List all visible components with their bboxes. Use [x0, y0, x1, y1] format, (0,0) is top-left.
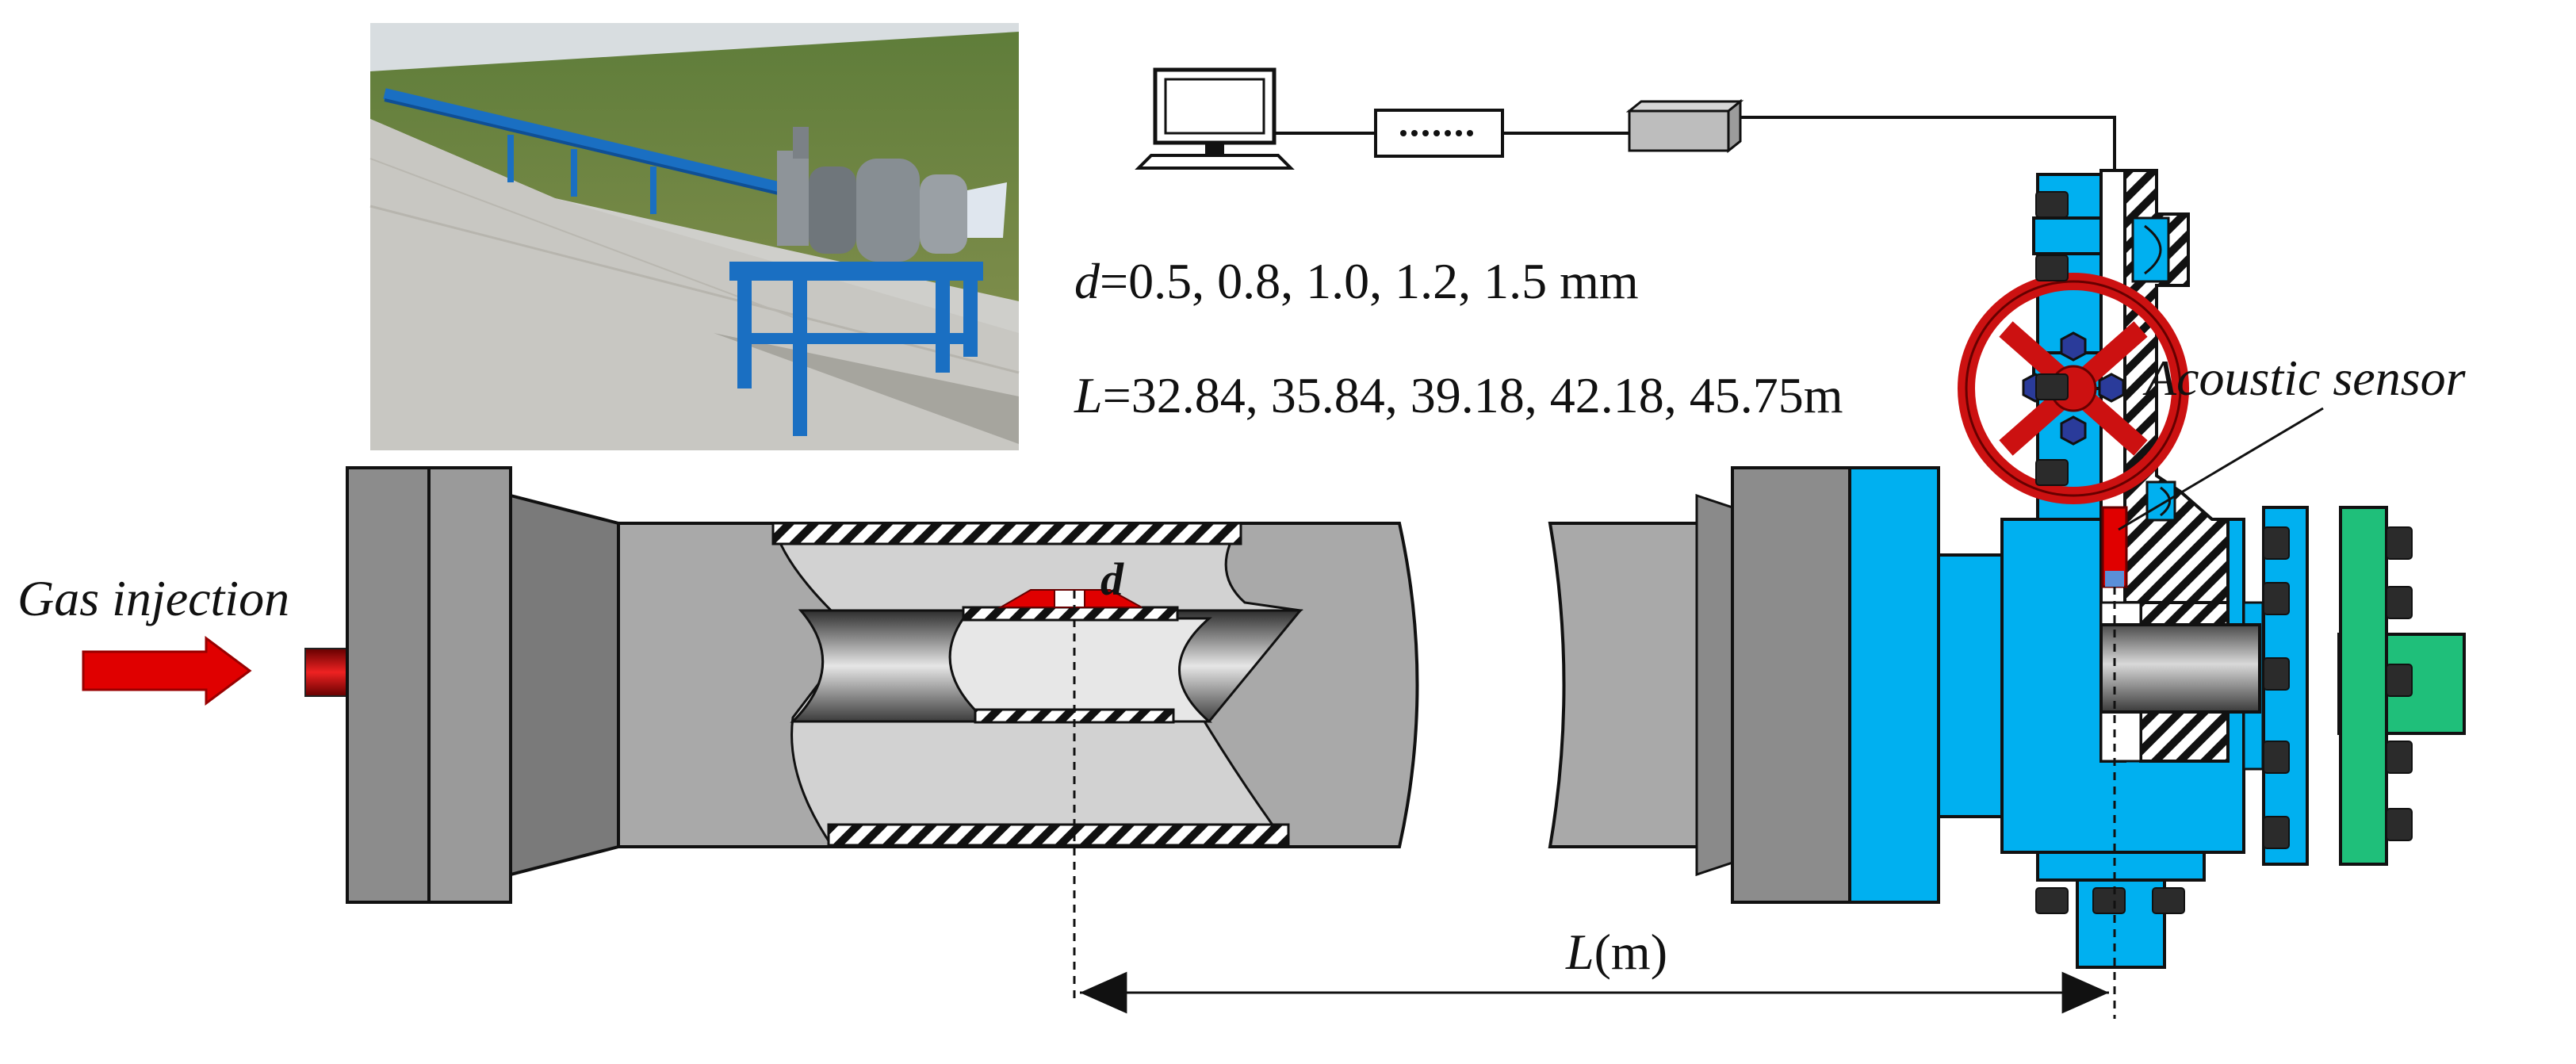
left-flange: [346, 466, 620, 904]
inlet-nozzle: [304, 648, 348, 697]
L-parameter-text: L=32.84, 35.84, 39.18, 42.18, 45.75m: [1074, 367, 1843, 423]
acoustic-sensor-tip: [2105, 571, 2124, 587]
right-pipe-section: [1548, 493, 1734, 877]
d-parameter-text: d=0.5, 0.8, 1.0, 1.2, 1.5 mm: [1074, 253, 1639, 309]
orifice-hole: [1054, 589, 1085, 608]
distance-label: L(m): [1565, 924, 1667, 980]
data-acquisition-icon: [1374, 109, 1504, 158]
amplifier-icon: [1625, 98, 1744, 154]
computer-icon: [1135, 67, 1295, 170]
gas-injection-arrow: [82, 636, 252, 706]
flange-bolts: [2035, 191, 2413, 914]
right-flange: [1731, 466, 1851, 904]
acoustic-sensor-leader: [2118, 407, 2324, 531]
gas-injection-label: Gas injection: [17, 570, 289, 626]
valve-stem: [2099, 623, 2261, 714]
valve-assembly: [1848, 173, 2309, 969]
left-pipe-section: [617, 522, 1419, 848]
orifice-diameter-label: d: [1100, 553, 1124, 605]
handwheel-icon: [1958, 273, 2189, 504]
acoustic-sensor-label: Acoustic sensor: [2142, 350, 2467, 406]
experimental-setup-photo: [369, 23, 1020, 450]
